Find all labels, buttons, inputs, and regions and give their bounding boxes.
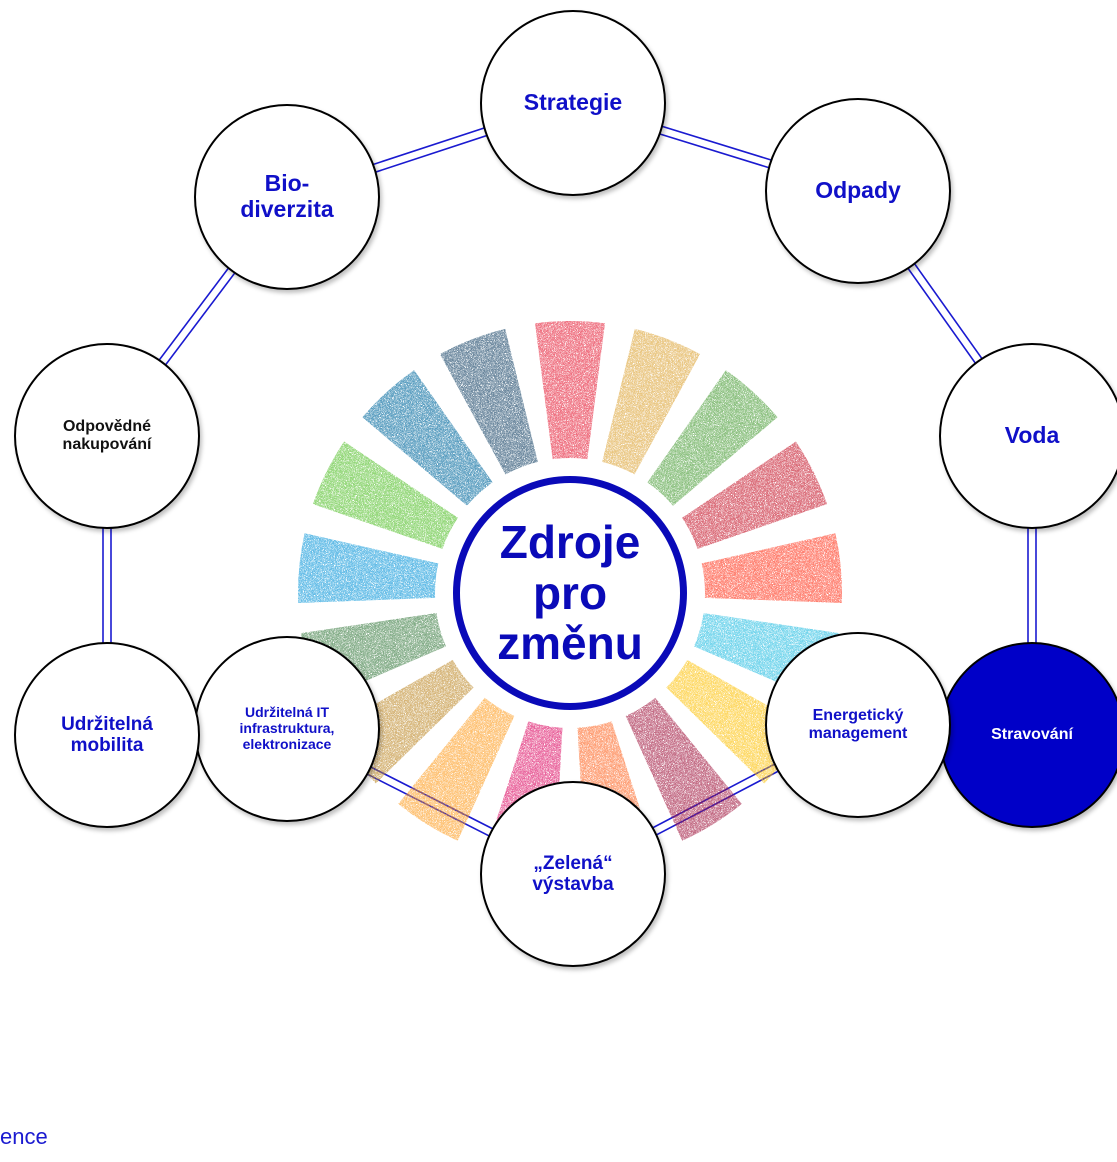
wheel-segment bbox=[362, 370, 493, 506]
node-energeticky-management-label: Energetický management bbox=[808, 707, 908, 742]
node-odpady-label: Odpady bbox=[815, 177, 901, 204]
node-zelena-vystavba-label: „Zelená“ výstavba bbox=[532, 852, 614, 895]
node-udrzitelna-it[interactable]: Udržitelná IT infrastruktura, elektroniz… bbox=[194, 636, 380, 822]
node-biodiverzita[interactable]: Bio- diverzita bbox=[194, 104, 380, 290]
center-title: Zdroje pro změnu bbox=[497, 516, 643, 670]
node-strategie[interactable]: Strategie bbox=[480, 10, 666, 196]
center-title-circle: Zdroje pro změnu bbox=[453, 476, 687, 710]
node-odpovedne-nakupovani[interactable]: Odpovědné nakupování bbox=[14, 343, 200, 529]
wheel-segment bbox=[647, 370, 778, 506]
wheel-segment bbox=[298, 533, 439, 603]
wheel-segment bbox=[701, 533, 843, 603]
node-strategie-label: Strategie bbox=[523, 89, 623, 116]
node-odpovedne-nakupovani-label: Odpovědné nakupování bbox=[62, 418, 152, 453]
wheel-segment bbox=[625, 697, 742, 841]
corner-text-fragment: ence bbox=[0, 1124, 48, 1149]
node-udrzitelna-mobilita[interactable]: Udržitelná mobilita bbox=[14, 642, 200, 828]
node-udrzitelna-mobilita-label: Udržitelná mobilita bbox=[61, 713, 153, 756]
wheel-segment bbox=[682, 441, 828, 549]
node-voda[interactable]: Voda bbox=[939, 343, 1117, 529]
wheel-segment bbox=[535, 321, 605, 460]
node-udrzitelna-it-label: Udržitelná IT infrastruktura, elektroniz… bbox=[239, 704, 335, 752]
node-odpady[interactable]: Odpady bbox=[765, 98, 951, 284]
node-stravovani[interactable]: Stravování bbox=[939, 642, 1117, 828]
wheel-segment bbox=[602, 328, 701, 475]
node-zelena-vystavba[interactable]: „Zelená“ výstavba bbox=[480, 781, 666, 967]
node-biodiverzita-label: Bio- diverzita bbox=[240, 170, 334, 222]
node-energeticky-management[interactable]: Energetický management bbox=[765, 632, 951, 818]
wheel-segment bbox=[398, 697, 515, 841]
wheel-segment bbox=[312, 441, 458, 549]
node-stravovani-label: Stravování bbox=[991, 726, 1073, 744]
wheel-segment bbox=[439, 328, 538, 475]
node-voda-label: Voda bbox=[1004, 422, 1060, 449]
